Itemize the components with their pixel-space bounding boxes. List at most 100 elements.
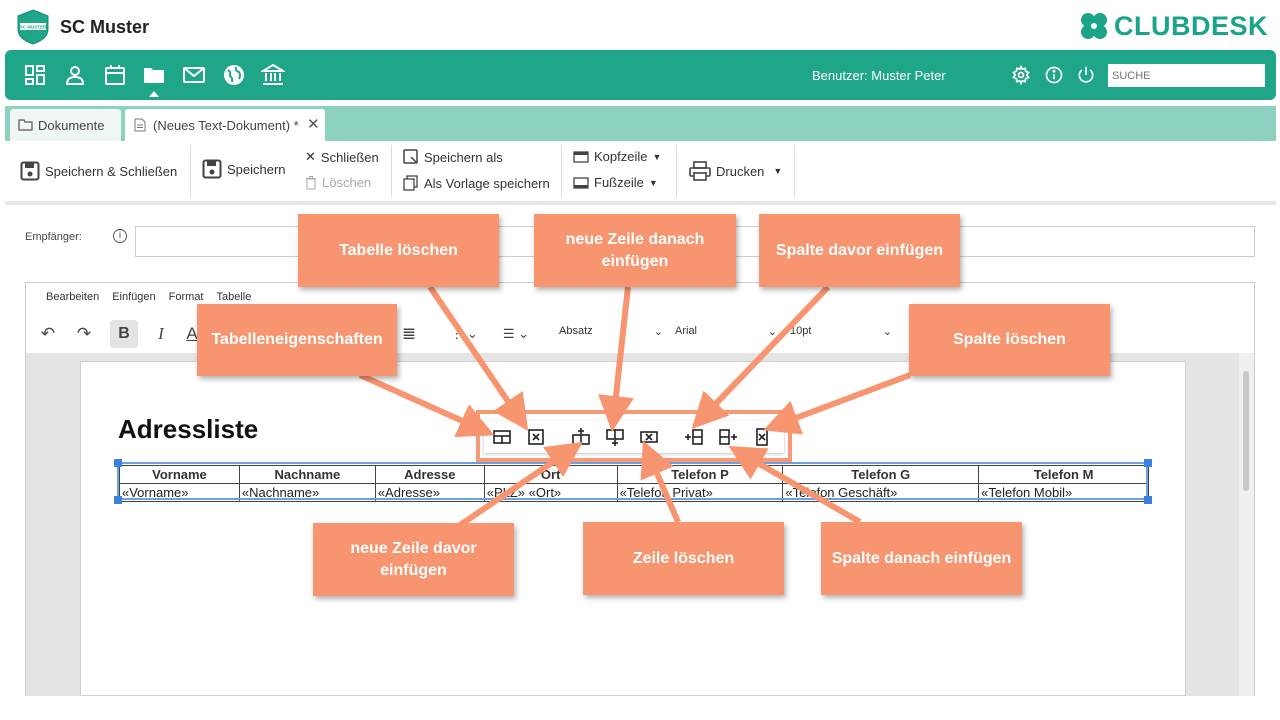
menu-edit[interactable]: Bearbeiten: [46, 291, 100, 303]
divider: [794, 145, 795, 197]
font-size-value: 10pt: [790, 325, 812, 337]
footer-label: Fußzeile: [594, 175, 644, 190]
floppy-icon: [20, 161, 40, 181]
header-icon: [573, 150, 589, 163]
menu-insert[interactable]: Einfügen: [112, 291, 156, 303]
header-dropdown[interactable]: Kopfzeile ▼: [573, 149, 661, 164]
table-selection-outline: [117, 462, 1148, 500]
divider: [676, 145, 677, 197]
club-logo: SC MUSTER: [15, 9, 51, 45]
current-user: Benutzer: Muster Peter: [812, 68, 946, 83]
save-template-button[interactable]: Als Vorlage speichern: [403, 175, 550, 191]
table-cell[interactable]: «Telefon Mobil»: [978, 483, 1149, 502]
save-close-label: Speichern & Schließen: [45, 163, 178, 179]
recipient-label: Empfänger:: [25, 231, 82, 243]
menu-table[interactable]: Tabelle: [216, 291, 252, 303]
chevron-down-icon: ⌄: [767, 326, 777, 338]
font-family-select[interactable]: Arial ⌄: [675, 325, 777, 338]
column-header[interactable]: Vorname: [119, 465, 240, 484]
close-label: Schließen: [320, 149, 379, 165]
print-dropdown[interactable]: Drucken ▼: [689, 161, 782, 181]
italic-button[interactable]: I: [158, 324, 164, 343]
scroll-thumb[interactable]: [1243, 371, 1249, 491]
delete-row-icon[interactable]: [639, 427, 659, 447]
resize-handle[interactable]: [114, 459, 122, 467]
tab-documents[interactable]: Dokumente: [10, 109, 121, 141]
callout-table-properties: Tabelleneigenschaften: [197, 304, 397, 376]
table-cell[interactable]: «Adresse»: [374, 483, 485, 502]
svg-text:SC MUSTER: SC MUSTER: [20, 25, 47, 30]
toolbar-border: [5, 201, 1276, 205]
calendar-icon[interactable]: [103, 63, 127, 87]
bold-button[interactable]: B: [110, 320, 138, 348]
delete-table-icon[interactable]: [526, 427, 546, 447]
chevron-down-icon: ▼: [652, 151, 662, 162]
divider: [561, 145, 562, 197]
save-as-label: Speichern als: [424, 149, 503, 165]
callout-insert-col-before: Spalte davor einfügen: [759, 214, 960, 287]
save-close-button[interactable]: Speichern & Schließen: [20, 161, 177, 181]
resize-handle[interactable]: [1144, 496, 1152, 504]
power-icon[interactable]: [1076, 65, 1096, 85]
text-color-button[interactable]: A: [186, 324, 198, 343]
save-as-button[interactable]: Speichern als: [403, 149, 503, 165]
search-input[interactable]: [1108, 64, 1265, 87]
insert-column-before-icon[interactable]: [684, 427, 704, 447]
insert-row-before-icon[interactable]: [571, 427, 591, 447]
close-tab-icon[interactable]: ✕: [307, 116, 320, 133]
highlight-frame: [476, 410, 792, 462]
close-button[interactable]: ✕ Schließen: [305, 149, 379, 165]
header-label: Kopfzeile: [594, 149, 648, 164]
mail-icon[interactable]: [182, 63, 206, 87]
user-icon[interactable]: [63, 63, 87, 87]
info-icon[interactable]: [1044, 65, 1064, 85]
save-button[interactable]: Speichern: [202, 159, 286, 179]
menu-format[interactable]: Format: [168, 291, 204, 303]
chevron-down-icon: ⌄: [882, 326, 892, 338]
gear-icon[interactable]: [1011, 64, 1031, 86]
table-cell[interactable]: «Vorname»: [119, 483, 240, 502]
document-icon: [134, 118, 146, 132]
bank-icon[interactable]: [259, 63, 287, 87]
tab-new-document[interactable]: (Neues Text-Dokument) *: [125, 109, 325, 141]
chevron-down-icon: ⌄: [653, 326, 663, 338]
info-icon[interactable]: i: [113, 229, 127, 243]
clover-icon: [1080, 13, 1107, 39]
insert-column-after-icon[interactable]: [718, 427, 738, 447]
font-family-value: Arial: [675, 325, 698, 337]
undo-icon[interactable]: ↶: [40, 324, 56, 343]
save-template-label: Als Vorlage speichern: [424, 175, 550, 191]
floppy-icon: [202, 159, 222, 179]
tab-bar: Dokumente (Neues Text-Dokument) * ✕: [5, 106, 1276, 141]
folder-icon[interactable]: [142, 63, 166, 87]
printer-icon: [689, 161, 711, 181]
table-cell[interactable]: «Nachname»: [238, 483, 376, 502]
callout-delete-col: Spalte löschen: [909, 304, 1110, 376]
resize-handle[interactable]: [1144, 459, 1152, 467]
redo-icon[interactable]: ↷: [76, 324, 92, 343]
numbered-list-icon[interactable]: ☰ ⌄: [502, 326, 530, 341]
footer-dropdown[interactable]: Fußzeile ▼: [573, 175, 658, 190]
editor-menubar: Bearbeiten Einfügen Format Tabelle: [46, 291, 251, 303]
footer-icon: [573, 176, 589, 189]
vertical-scrollbar[interactable]: [1239, 353, 1254, 696]
bullet-list-icon[interactable]: ⋮ ⌄: [450, 326, 478, 341]
folder-open-icon: [18, 119, 33, 131]
paragraph-style-select[interactable]: Absatz ⌄: [559, 325, 663, 338]
globe-icon[interactable]: [222, 63, 246, 87]
resize-handle[interactable]: [114, 496, 122, 504]
insert-row-after-icon[interactable]: [605, 427, 625, 447]
callout-insert-row-before: neue Zeile davor einfügen: [313, 523, 514, 596]
print-label: Drucken: [716, 163, 765, 179]
divider: [391, 145, 392, 197]
club-name: SC Muster: [60, 17, 150, 37]
delete-button[interactable]: Löschen: [305, 175, 371, 190]
delete-column-icon[interactable]: [752, 427, 772, 447]
callout-insert-col-after: Spalte danach einfügen: [821, 522, 1022, 595]
table-properties-icon[interactable]: [492, 427, 512, 447]
dashboard-icon[interactable]: [23, 63, 47, 87]
align-justify-icon[interactable]: ≣: [401, 324, 417, 343]
font-size-select[interactable]: 10pt ⌄: [790, 325, 892, 338]
main-navbar: Benutzer: Muster Peter: [5, 50, 1276, 100]
trash-icon: [306, 175, 316, 189]
